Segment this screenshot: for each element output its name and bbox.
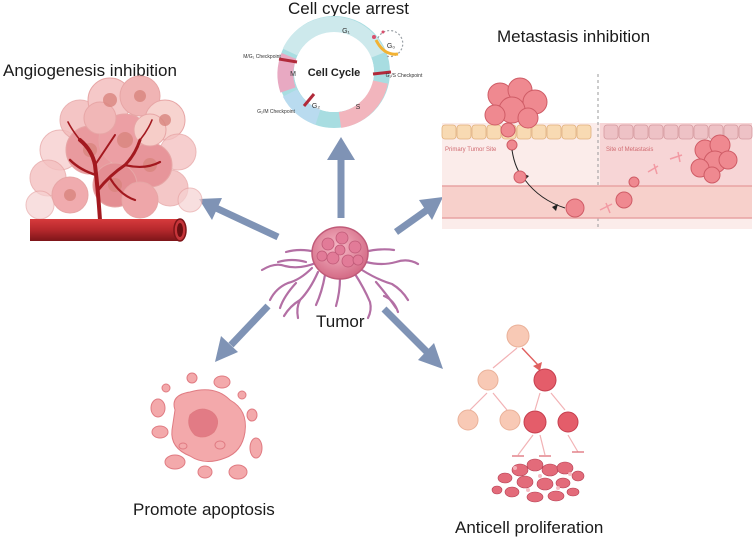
- apoptosis-illustration: [150, 372, 263, 480]
- cell-cycle-center-label: Cell Cycle: [308, 67, 361, 79]
- phase-g1-label: G₁: [342, 28, 350, 35]
- angiogenesis-title: Angiogenesis inhibition: [3, 61, 177, 80]
- angiogenesis-illustration: [25, 75, 203, 242]
- primary-site-label: Primary Tumor Site: [445, 147, 497, 153]
- cell-cycle-title: Cell cycle arrest: [288, 0, 409, 18]
- cell-cycle-diagram: Cell Cycle G₁ S G₂ M G₀ M/G₁ Checkpoint …: [243, 16, 423, 128]
- arrow-to-metastasis: [393, 197, 443, 235]
- arrow-to-cell-cycle: [327, 137, 355, 218]
- dividing-cells: [523, 368, 579, 434]
- checkpoint-g1s-label: G₁/S Checkpoint: [386, 73, 423, 79]
- phase-s-label: S: [356, 104, 361, 111]
- blood-vessel: [30, 218, 187, 242]
- phase-m-label: M: [290, 71, 296, 78]
- arrows: [199, 137, 443, 369]
- metastasis-site-label: Site of Metastasis: [606, 147, 653, 153]
- metastasis-illustration: Primary Tumor Site Site of Metastasis: [441, 74, 753, 230]
- tumor-illustration: [260, 226, 420, 320]
- metastasis-site-layer: [603, 124, 753, 140]
- apoptosis-title: Promote apoptosis: [133, 500, 275, 519]
- proliferation-title: Anticell proliferation: [455, 518, 604, 537]
- normal-cells: [457, 324, 530, 431]
- primary-tumor: [484, 77, 548, 151]
- blood-vessel-branches: [67, 119, 162, 222]
- tumor-label: Tumor: [316, 312, 365, 331]
- metastatic-tumor: [690, 134, 738, 184]
- metastasis-title: Metastasis inhibition: [497, 27, 651, 46]
- checkpoint-mg1-label: M/G₁ Checkpoint: [243, 54, 281, 60]
- arrow-to-angiogenesis: [199, 198, 280, 241]
- phase-g2-label: G₂: [312, 103, 320, 110]
- checkpoint-g2m-label: G₂/M Checkpoint: [257, 109, 295, 115]
- arrow-to-proliferation: [381, 306, 443, 369]
- arrow-to-apoptosis: [215, 303, 271, 362]
- phase-g0-label: G₀: [387, 43, 395, 50]
- epithelial-layer: [441, 124, 592, 140]
- cell-mass: [491, 458, 585, 503]
- proliferation-illustration: [457, 324, 585, 503]
